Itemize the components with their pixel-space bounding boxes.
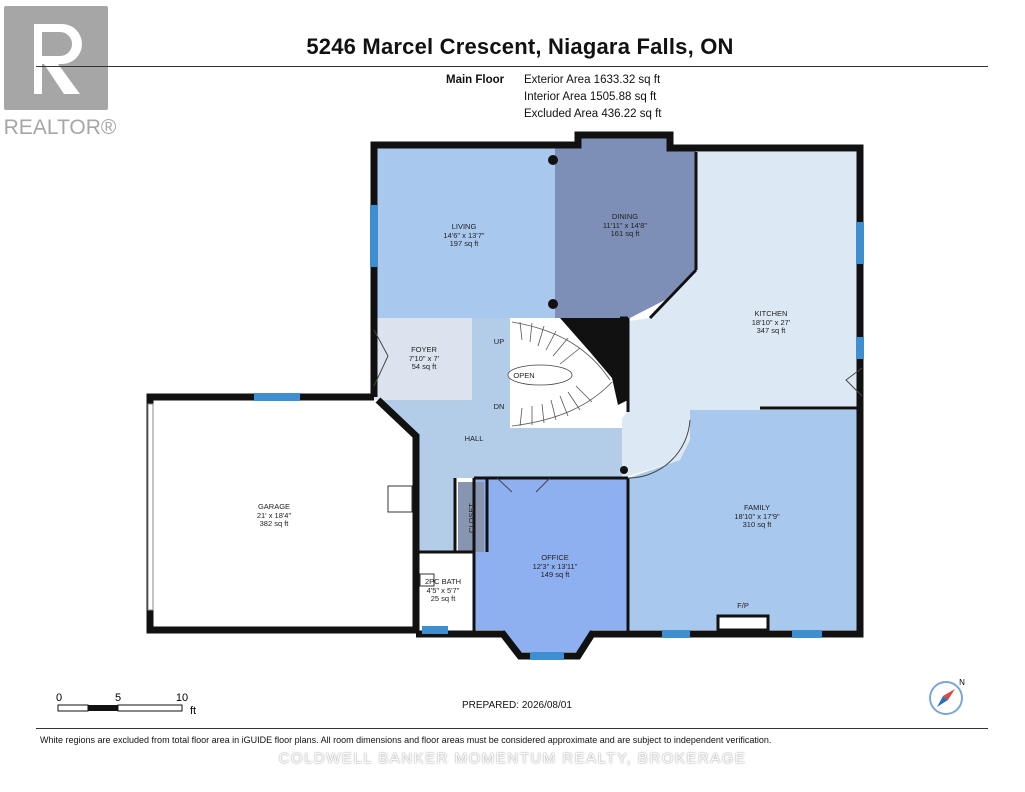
- garage-label: GARAGE: [258, 502, 290, 511]
- kitchen-dims: 18'10" x 27': [752, 318, 791, 327]
- foyer-fill: [374, 318, 472, 400]
- page-title: 5246 Marcel Crescent, Niagara Falls, ON: [306, 34, 734, 59]
- office-area: 149 sq ft: [541, 570, 571, 579]
- window: [856, 337, 864, 359]
- living-label: LIVING: [452, 222, 477, 231]
- excluded-area: Excluded Area 436.22 sq ft: [524, 108, 662, 120]
- stairs-up-label: UP: [494, 337, 504, 346]
- foyer-area: 54 sq ft: [412, 362, 438, 371]
- walls: [146, 131, 864, 660]
- hall-label: HALL: [465, 434, 484, 443]
- garage-dims: 21' x 18'4": [257, 511, 292, 520]
- family-room-fill: [628, 410, 858, 630]
- living-area: 197 sq ft: [450, 239, 480, 248]
- dining-area: 161 sq ft: [611, 229, 641, 238]
- window: [792, 630, 822, 638]
- window: [254, 393, 300, 401]
- closet-label: CLOSET: [467, 503, 476, 533]
- exterior-area: Exterior Area 1633.32 sq ft: [524, 74, 661, 86]
- stair-core: [560, 318, 628, 405]
- door-swings: [373, 329, 863, 493]
- family-dims: 18'10" x 17'9": [734, 512, 780, 521]
- fixtures: [387, 155, 628, 587]
- stairs-down-label: DN: [494, 402, 505, 411]
- staircase: [507, 321, 613, 427]
- window: [662, 630, 690, 638]
- scale-tick-5: 5: [115, 692, 121, 704]
- window: [370, 205, 378, 267]
- brokerage-watermark: COLDWELL BANKER MOMENTUM REALTY, BROKERA…: [278, 750, 747, 767]
- stairs-open-label: OPEN: [513, 371, 534, 380]
- scale-bar: 0 5 10 ft: [56, 692, 196, 717]
- scale-tick-0: 0: [56, 692, 62, 704]
- living-room-fill: [374, 148, 555, 318]
- scale-tick-10: 10: [176, 692, 188, 704]
- window: [856, 222, 864, 264]
- dining-dims: 11'11" x 14'8": [603, 221, 648, 230]
- fireplace-label: F/P: [737, 601, 749, 610]
- windows: [254, 205, 864, 660]
- room-fills: [374, 138, 858, 652]
- closet-fill: [458, 482, 484, 552]
- hall-fill: [378, 318, 622, 552]
- family-area: 310 sq ft: [743, 520, 773, 529]
- dining-label: DINING: [612, 212, 638, 221]
- prepared-date: PREPARED: 2026/08/01: [462, 700, 572, 711]
- bath-area: 25 sq ft: [431, 594, 457, 603]
- compass-north-label: N: [959, 678, 965, 687]
- scale-unit: ft: [190, 705, 196, 717]
- room-labels: LIVING 14'6" x 13'7" 197 sq ft DINING 11…: [257, 212, 791, 610]
- floor-label: Main Floor: [446, 74, 505, 86]
- office-fill: [474, 478, 628, 652]
- title-divider: [36, 66, 988, 67]
- kitchen-area: 347 sq ft: [757, 326, 787, 335]
- office-label: OFFICE: [541, 553, 569, 562]
- kitchen-label: KITCHEN: [755, 309, 788, 318]
- disclaimer: White regions are excluded from total fl…: [40, 735, 772, 745]
- realtor-logo: REALTOR®: [4, 6, 116, 138]
- bath-label: 2PC BATH: [425, 577, 461, 586]
- living-dims: 14'6" x 13'7": [443, 231, 484, 240]
- footer-divider: [36, 728, 988, 729]
- interior-area: Interior Area 1505.88 sq ft: [524, 91, 657, 103]
- compass-icon: N: [929, 678, 965, 715]
- garage-area: 382 sq ft: [260, 519, 290, 528]
- kitchen-fill: [622, 152, 858, 478]
- window: [530, 652, 564, 660]
- bath-dims: 4'5" x 5'7": [427, 586, 460, 595]
- realtor-logo-text: REALTOR®: [4, 116, 116, 138]
- window: [422, 626, 448, 634]
- foyer-dims: 7'10" x 7': [409, 354, 440, 363]
- interior-walls: [416, 152, 858, 632]
- office-dims: 12'3" x 13'11": [533, 562, 578, 571]
- garage-door: [147, 403, 154, 611]
- fireplace: [716, 614, 770, 632]
- family-label: FAMILY: [744, 503, 770, 512]
- foyer-label: FOYER: [411, 345, 437, 354]
- dining-room-fill: [555, 138, 696, 318]
